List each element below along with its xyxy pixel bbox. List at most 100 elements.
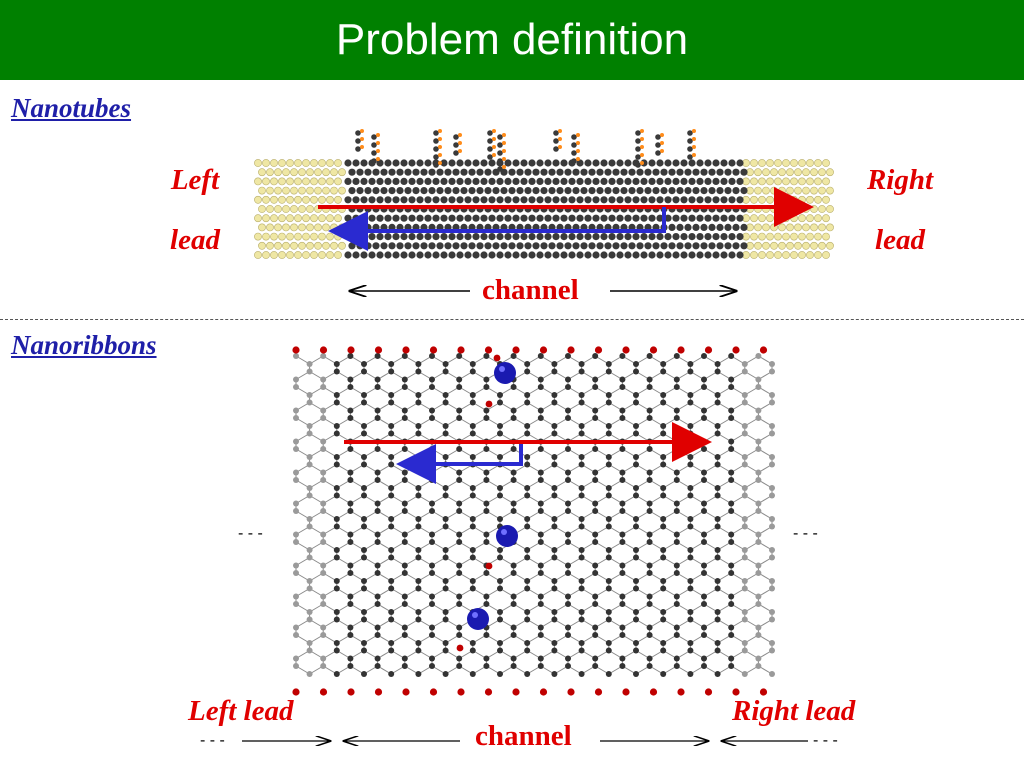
ribbon-carbon-atom bbox=[578, 547, 585, 553]
ribbon-carbon-atom bbox=[320, 663, 327, 669]
lead-atom bbox=[262, 177, 270, 186]
ribbon-carbon-atom bbox=[741, 616, 748, 623]
carbon-atom bbox=[640, 214, 648, 222]
carbon-atom bbox=[644, 187, 652, 195]
ribbon-carbon-atom bbox=[619, 601, 626, 607]
ribbon-carbon-atom bbox=[374, 531, 381, 538]
adsorbate-hydrogen bbox=[485, 562, 493, 570]
ribbon-carbon-atom bbox=[714, 461, 721, 468]
carbon-atom bbox=[716, 168, 724, 176]
ribbon-carbon-atom bbox=[728, 415, 735, 421]
carbon-atom bbox=[720, 177, 728, 185]
carbon-atom bbox=[400, 251, 408, 259]
carbon-atom bbox=[400, 159, 408, 167]
ribbon-carbon-atom bbox=[673, 601, 680, 607]
ribbon-carbon-atom bbox=[755, 469, 762, 476]
ribbon-carbon-atom bbox=[429, 477, 435, 483]
ribbon-carbon-atom bbox=[741, 640, 748, 646]
lead-atom bbox=[822, 251, 830, 259]
ribbon-carbon-atom bbox=[401, 655, 408, 662]
adatom-stack-atom bbox=[355, 146, 361, 152]
carbon-atom bbox=[684, 242, 692, 250]
carbon-atom bbox=[624, 214, 632, 222]
ribbon-carbon-atom bbox=[687, 454, 694, 460]
ribbon-carbon-atom bbox=[388, 423, 395, 429]
ribbon-carbon-atom bbox=[769, 585, 775, 592]
ribbon-carbon-atom bbox=[633, 430, 639, 437]
ribbon-carbon-atom bbox=[646, 570, 653, 576]
carbon-atom bbox=[444, 168, 452, 176]
lead-atom bbox=[798, 232, 806, 241]
ribbon-carbon-atom bbox=[374, 407, 381, 414]
carbon-atom bbox=[600, 214, 608, 222]
ribbon-carbon-atom bbox=[429, 446, 435, 452]
lead-atom bbox=[278, 232, 286, 241]
carbon-atom bbox=[632, 177, 640, 185]
lead-atom bbox=[294, 251, 302, 259]
carbon-atom bbox=[416, 159, 424, 167]
carbon-atom bbox=[740, 242, 748, 250]
ribbon-carbon-atom bbox=[551, 578, 558, 584]
carbon-atom bbox=[572, 242, 580, 250]
ribbon-carbon-atom bbox=[347, 384, 354, 390]
nanotube-right-lead-word1: Right bbox=[866, 164, 934, 196]
lead-atom bbox=[318, 214, 326, 223]
carbon-atom bbox=[732, 242, 740, 250]
ribbon-carbon-atom bbox=[592, 655, 599, 662]
ribbon-carbon-atom bbox=[401, 508, 408, 514]
lead-atom bbox=[806, 251, 814, 259]
ribbon-carbon-atom bbox=[510, 562, 517, 569]
ribbon-carbon-atom bbox=[483, 415, 490, 421]
carbon-atom bbox=[552, 233, 560, 241]
ribbon-carbon-atom bbox=[374, 376, 381, 383]
ribbon-carbon-atom bbox=[578, 361, 585, 367]
ribbon-carbon-atom bbox=[741, 423, 748, 429]
ribbon-carbon-atom bbox=[347, 446, 354, 452]
carbon-atom bbox=[448, 233, 456, 241]
carbon-atom bbox=[496, 177, 504, 185]
ribbon-carbon-atom bbox=[347, 477, 354, 483]
ribbon-carbon-atom bbox=[741, 492, 748, 499]
ribbon-carbon-atom bbox=[673, 407, 680, 414]
lead-atom bbox=[318, 195, 326, 204]
ribbon-carbon-atom bbox=[510, 407, 517, 414]
carbon-atom bbox=[648, 251, 656, 259]
ribbon-carbon-atom bbox=[660, 516, 667, 522]
carbon-atom bbox=[456, 196, 464, 204]
ribbon-carbon-atom bbox=[415, 423, 422, 429]
ribbon-carbon-atom bbox=[701, 570, 707, 576]
ribbon-carbon-atom bbox=[497, 609, 503, 615]
adatom bbox=[502, 133, 506, 137]
ribbon-carbon-atom bbox=[646, 508, 653, 514]
ribbon-carbon-atom bbox=[673, 500, 680, 507]
carbon-atom bbox=[388, 168, 396, 176]
ribbon-carbon-atom bbox=[524, 516, 531, 522]
carbon-atom bbox=[564, 187, 572, 195]
carbon-atom bbox=[456, 251, 464, 259]
carbon-atom bbox=[728, 159, 736, 167]
ribbon-carbon-atom bbox=[333, 516, 340, 522]
ribbon-carbon-atom bbox=[320, 593, 327, 600]
ribbon-carbon-atom bbox=[741, 454, 748, 460]
carbon-atom bbox=[384, 233, 392, 241]
lead-atom bbox=[814, 195, 822, 204]
ribbon-carbon-atom bbox=[551, 616, 558, 623]
lead-atom bbox=[322, 241, 330, 250]
lead-atom bbox=[314, 168, 322, 177]
ribbon-carbon-atom bbox=[333, 578, 340, 584]
ribbon-carbon-atom bbox=[415, 399, 422, 406]
ribbon-carbon-atom bbox=[565, 353, 571, 359]
ribbon-carbon-atom bbox=[361, 554, 367, 561]
carbon-atom bbox=[448, 159, 456, 167]
nanoribbon-edge-hydrogens bbox=[292, 346, 768, 696]
lead-atom bbox=[302, 159, 310, 167]
carbon-atom bbox=[672, 196, 680, 204]
lead-atom bbox=[758, 159, 766, 167]
edge-hydrogen-top bbox=[649, 346, 658, 354]
ribbon-carbon-atom bbox=[646, 353, 653, 359]
edge-hydrogen-bottom bbox=[374, 688, 383, 696]
ribbon-carbon-atom bbox=[741, 461, 748, 468]
ribbon-carbon-atom bbox=[633, 492, 639, 499]
carbon-atom bbox=[344, 251, 352, 259]
ribbon-carbon-atom bbox=[415, 640, 422, 646]
